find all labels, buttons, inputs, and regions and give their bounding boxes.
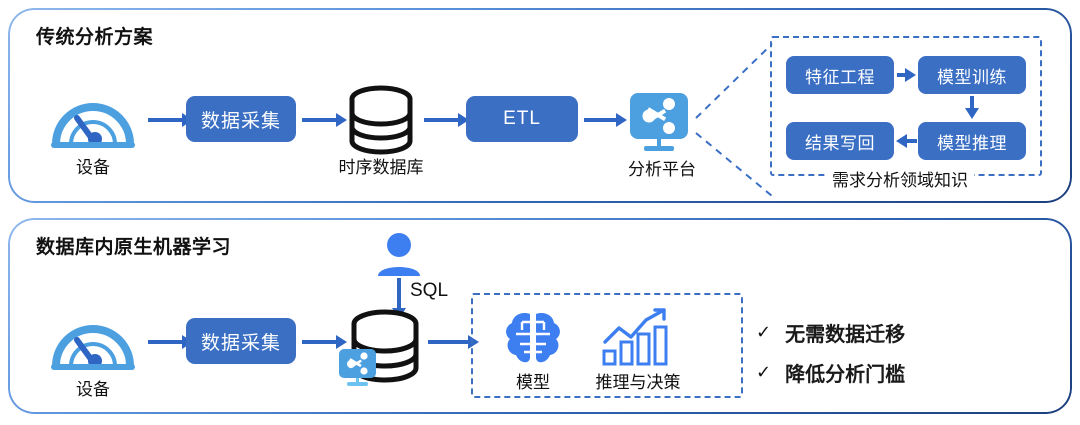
arrow-feature-to-training	[897, 73, 907, 77]
model-label: 模型	[516, 373, 550, 392]
model-item	[502, 310, 564, 368]
step-feature-engineering[interactable]: 特征工程	[786, 56, 894, 94]
benefit-label: 降低分析门槛	[785, 364, 906, 386]
funnel-connector	[695, 43, 773, 197]
arrow-collect-to-db-bottom	[302, 340, 338, 344]
device-label-top: 设备	[76, 158, 110, 177]
arrow-head	[896, 134, 907, 148]
benefit-item-2: ✓ 降低分析门槛	[756, 358, 905, 387]
step-model-training[interactable]: 模型训练	[918, 56, 1026, 94]
step-model-inference[interactable]: 模型推理	[918, 122, 1026, 160]
database-cylinder-icon	[349, 85, 413, 155]
panel-in-database-ml: 数据库内原生机器学习 设备 数据采集 SQL	[8, 218, 1072, 414]
panel-traditional-analysis: 传统分析方案 设备 数据采集	[8, 8, 1072, 203]
arrow-head	[336, 335, 347, 349]
person-icon	[378, 233, 420, 276]
step-result-writeback[interactable]: 结果写回	[786, 122, 894, 160]
share-monitor-icon	[630, 93, 688, 151]
arrow-head	[468, 335, 479, 349]
arrow-db-to-etl	[424, 118, 460, 122]
arrow-head	[458, 113, 469, 127]
arrow-device-to-collect-bottom	[148, 340, 184, 344]
arrow-head	[336, 113, 347, 127]
check-icon: ✓	[756, 362, 772, 382]
timeseries-db-node	[345, 85, 417, 155]
data-collection-box-bottom[interactable]: 数据采集	[186, 318, 296, 364]
etl-box[interactable]: ETL	[466, 96, 578, 142]
arrow-training-to-inference	[970, 96, 974, 110]
gauge-icon	[51, 103, 135, 148]
decision-label: 推理与决策	[595, 373, 681, 392]
share-monitor-icon	[339, 349, 376, 386]
user-node	[374, 232, 424, 278]
brain-icon	[506, 313, 560, 363]
arrow-sql-to-db	[397, 278, 401, 312]
arrow-head	[905, 68, 916, 82]
domain-knowledge-label: 需求分析领域知识	[826, 166, 974, 191]
arrow-etl-to-platform	[584, 118, 618, 122]
arrow-head	[965, 108, 979, 119]
arrow-head	[616, 113, 627, 127]
device-label-bottom: 设备	[76, 380, 110, 399]
data-collection-box-top[interactable]: 数据采集	[186, 96, 296, 142]
benefit-label: 无需数据迁移	[785, 324, 906, 346]
sql-label: SQL	[410, 280, 449, 301]
decision-item	[600, 306, 674, 368]
arrow-device-to-collect-top	[148, 118, 184, 122]
check-icon: ✓	[756, 322, 772, 342]
arrow-db-to-ml	[428, 340, 470, 344]
bar-chart-trend-icon	[602, 308, 668, 366]
page-title-native: 数据库内原生机器学习	[36, 237, 232, 258]
device-node-top	[50, 86, 136, 148]
analysis-platform-label: 分析平台	[628, 160, 696, 179]
analysis-platform-node	[628, 91, 694, 153]
arrow-inference-to-writeback	[907, 139, 917, 143]
db-overlay-node	[338, 348, 380, 388]
timeseries-db-label: 时序数据库	[338, 158, 424, 177]
gauge-icon	[51, 325, 135, 370]
arrow-collect-to-db-top	[302, 118, 338, 122]
ml-capability-dashed-box	[471, 293, 743, 398]
page-title-traditional: 传统分析方案	[36, 27, 154, 48]
device-node-bottom	[50, 308, 136, 370]
benefit-item-1: ✓ 无需数据迁移	[756, 318, 905, 347]
